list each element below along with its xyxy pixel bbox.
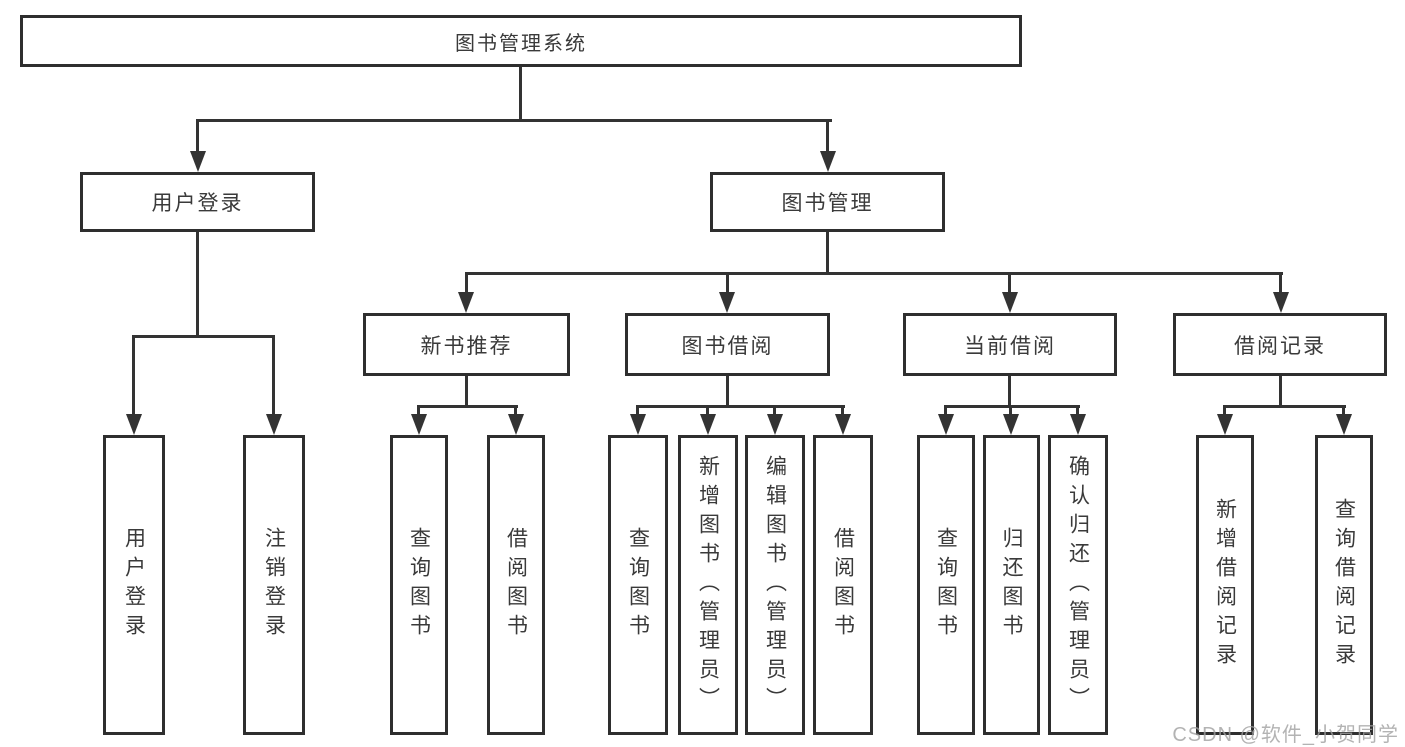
leaf-borrow-books-recommend: 借阅图书 xyxy=(487,435,545,735)
leaf-logout: 注销登录 xyxy=(243,435,305,735)
leaf-borrow-books-borrowing: 借阅图书 xyxy=(813,435,873,735)
connector-new-book-bus xyxy=(417,405,518,408)
connector-borrowing-bus xyxy=(636,405,845,408)
arrowhead-leaf-login xyxy=(126,414,142,435)
arrowhead-bb-leaf2 xyxy=(700,414,716,435)
connector-records-bus xyxy=(1223,405,1346,408)
node-book-borrowing: 图书借阅 xyxy=(625,313,830,376)
leaf-label: 查询借阅记录 xyxy=(1332,498,1356,672)
connector-bb-leaf3-drop xyxy=(773,405,776,414)
arrowhead-bb-leaf1 xyxy=(630,414,646,435)
arrowhead-user-login xyxy=(190,151,206,172)
connector-root-stem xyxy=(519,67,522,122)
leaf-edit-book-admin: 编辑图书（管理员） xyxy=(745,435,805,735)
node-book-management: 图书管理 xyxy=(710,172,945,232)
connector-nb-leaf2-drop xyxy=(514,405,517,414)
arrowhead-nb-leaf1 xyxy=(411,414,427,435)
connector-cb-leaf2-drop xyxy=(1009,405,1012,414)
leaf-return-books: 归还图书 xyxy=(983,435,1040,735)
connector-nb-leaf1-drop xyxy=(417,405,420,414)
connector-book-mgmt-stem xyxy=(826,232,829,275)
connector-rr-leaf1-drop xyxy=(1223,405,1226,414)
arrowhead-records xyxy=(1273,292,1289,313)
connector-bb-leaf1-drop xyxy=(636,405,639,414)
connector-user-login-drop xyxy=(196,119,199,153)
connector-leaf-logout-drop xyxy=(272,335,275,414)
connector-leaf-login-drop xyxy=(132,335,135,414)
leaf-label: 确认归还（管理员） xyxy=(1066,454,1090,716)
arrowhead-leaf-logout xyxy=(266,414,282,435)
leaf-label: 查询图书 xyxy=(626,527,650,643)
connector-records-stem xyxy=(1279,376,1282,408)
leaf-label: 查询图书 xyxy=(934,527,958,643)
arrowhead-rr-leaf1 xyxy=(1217,414,1233,435)
leaf-query-books-borrowing: 查询图书 xyxy=(608,435,668,735)
arrowhead-cb-leaf1 xyxy=(938,414,954,435)
leaf-label: 注销登录 xyxy=(262,527,286,643)
arrowhead-bb-leaf3 xyxy=(767,414,783,435)
connector-level2-bus xyxy=(196,119,832,122)
leaf-label: 编辑图书（管理员） xyxy=(763,454,787,716)
leaf-label: 用户登录 xyxy=(122,527,146,643)
leaf-label: 借阅图书 xyxy=(504,527,528,643)
arrowhead-book-mgmt xyxy=(820,151,836,172)
connector-user-login-stem xyxy=(196,232,199,338)
arrowhead-cb-leaf2 xyxy=(1003,414,1019,435)
arrowhead-current xyxy=(1002,292,1018,313)
leaf-user-login: 用户登录 xyxy=(103,435,165,735)
node-label: 用户登录 xyxy=(151,192,244,215)
node-root-library-system: 图书管理系统 xyxy=(20,15,1022,67)
leaf-label: 新增图书（管理员） xyxy=(696,454,720,716)
node-label: 借阅记录 xyxy=(1234,334,1326,358)
leaf-query-books-current: 查询图书 xyxy=(917,435,975,735)
connector-records-drop xyxy=(1279,272,1282,292)
arrowhead-rr-leaf2 xyxy=(1336,414,1352,435)
connector-new-book-drop xyxy=(465,272,468,292)
node-label: 图书管理 xyxy=(781,192,874,215)
leaf-add-book-admin: 新增图书（管理员） xyxy=(678,435,738,735)
connector-cb-leaf3-drop xyxy=(1076,405,1079,414)
arrowhead-borrowing xyxy=(719,292,735,313)
connector-current-drop xyxy=(1008,272,1011,292)
connector-book-mgmt-drop xyxy=(826,119,829,153)
leaf-label: 归还图书 xyxy=(1000,527,1023,643)
leaf-query-borrow-record: 查询借阅记录 xyxy=(1315,435,1373,735)
connector-cb-leaf1-drop xyxy=(944,405,947,414)
node-label: 新书推荐 xyxy=(420,334,513,358)
connector-level3-bus xyxy=(465,272,1283,275)
connector-bb-leaf2-drop xyxy=(706,405,709,414)
leaf-label: 借阅图书 xyxy=(831,527,855,643)
node-borrowing-records: 借阅记录 xyxy=(1173,313,1387,376)
node-new-book-recommend: 新书推荐 xyxy=(363,313,570,376)
node-label: 图书管理系统 xyxy=(455,32,587,55)
leaf-label: 查询图书 xyxy=(407,527,431,643)
arrowhead-nb-leaf2 xyxy=(508,414,524,435)
leaf-label: 新增借阅记录 xyxy=(1213,498,1237,672)
connector-borrowing-drop xyxy=(726,272,729,292)
arrowhead-new-book xyxy=(458,292,474,313)
connector-borrowing-stem xyxy=(726,376,729,408)
csdn-watermark: CSDN @软件_小贺同学 xyxy=(1172,724,1399,746)
connector-rr-leaf2-drop xyxy=(1342,405,1345,414)
node-label: 当前借阅 xyxy=(964,334,1056,358)
node-label: 图书借阅 xyxy=(681,334,774,358)
leaf-query-books-recommend: 查询图书 xyxy=(390,435,448,735)
connector-current-bus xyxy=(944,405,1080,408)
node-user-login: 用户登录 xyxy=(80,172,315,232)
leaf-confirm-return-admin: 确认归还（管理员） xyxy=(1048,435,1108,735)
connector-bb-leaf4-drop xyxy=(841,405,844,414)
node-current-borrowing: 当前借阅 xyxy=(903,313,1117,376)
arrowhead-bb-leaf4 xyxy=(835,414,851,435)
leaf-add-borrow-record: 新增借阅记录 xyxy=(1196,435,1254,735)
arrowhead-cb-leaf3 xyxy=(1070,414,1086,435)
connector-user-login-bus xyxy=(132,335,275,338)
connector-new-book-stem xyxy=(465,376,468,408)
connector-current-stem xyxy=(1008,376,1011,408)
